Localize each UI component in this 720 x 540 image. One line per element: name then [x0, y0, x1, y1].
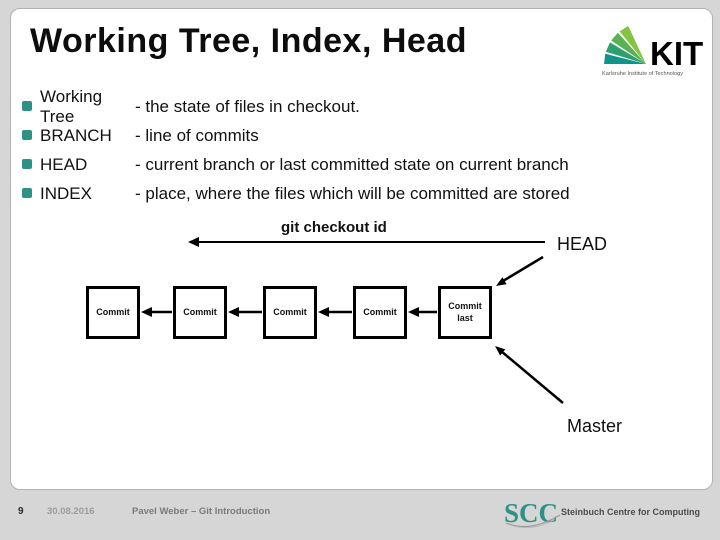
commit-box-last: Commit last [438, 286, 492, 339]
commit-box: Commit [173, 286, 227, 339]
commit-box-label: Commit [273, 306, 307, 317]
bullet-definition: - place, where the files which will be c… [135, 183, 570, 203]
head-label: HEAD [557, 234, 608, 254]
footer-author: Pavel Weber – Git Introduction [132, 506, 271, 517]
kit-logo: KIT Karlsruhe Institute of Technology [602, 25, 703, 77]
kit-subtitle: Karlsruhe Institute of Technology [602, 71, 683, 77]
slide-card [10, 8, 713, 490]
commit-box-label: Commit last [448, 300, 482, 323]
commit-box-label: Commit [96, 306, 130, 317]
scc-logo: SCC [504, 498, 561, 528]
bullet-term: INDEX [40, 183, 92, 203]
list-item: HEAD - current branch or last committed … [22, 150, 690, 179]
page-number: 9 [18, 506, 24, 517]
git-checkout-label: git checkout id [281, 219, 387, 236]
commit-box-label: Commit [183, 306, 217, 317]
list-item: INDEX - place, where the files which wil… [22, 179, 690, 208]
commit-box: Commit [353, 286, 407, 339]
bullet-square-icon [22, 159, 32, 169]
list-item: Working Tree - the state of files in che… [22, 87, 690, 126]
bullet-definition: - the state of files in checkout. [135, 96, 360, 116]
footer-date: 30.08.2016 [47, 506, 95, 517]
kit-wordmark: KIT [650, 35, 703, 72]
commit-box: Commit [86, 286, 140, 339]
page-title: Working Tree, Index, Head [30, 22, 467, 60]
scc-swoosh-icon [505, 514, 561, 528]
bullet-square-icon [22, 101, 32, 111]
bullet-square-icon [22, 130, 32, 140]
kit-fan-icon [604, 25, 646, 64]
bullet-term: HEAD [40, 154, 88, 174]
scc-subtitle: Steinbuch Centre for Computing [561, 507, 700, 517]
bullet-square-icon [22, 188, 32, 198]
bullet-term: BRANCH [40, 125, 112, 145]
commit-box-label: Commit [363, 306, 397, 317]
definition-list: Working Tree - the state of files in che… [22, 87, 690, 208]
scc-wordmark: SCC [504, 498, 558, 528]
master-label: Master [567, 416, 623, 436]
commit-box: Commit [263, 286, 317, 339]
scc-swoosh-icon [509, 519, 555, 528]
bullet-definition: - current branch or last committed state… [135, 154, 569, 174]
bullet-term: Working Tree [40, 86, 103, 126]
list-item: BRANCH - line of commits [22, 121, 690, 150]
bullet-definition: - line of commits [135, 125, 259, 145]
